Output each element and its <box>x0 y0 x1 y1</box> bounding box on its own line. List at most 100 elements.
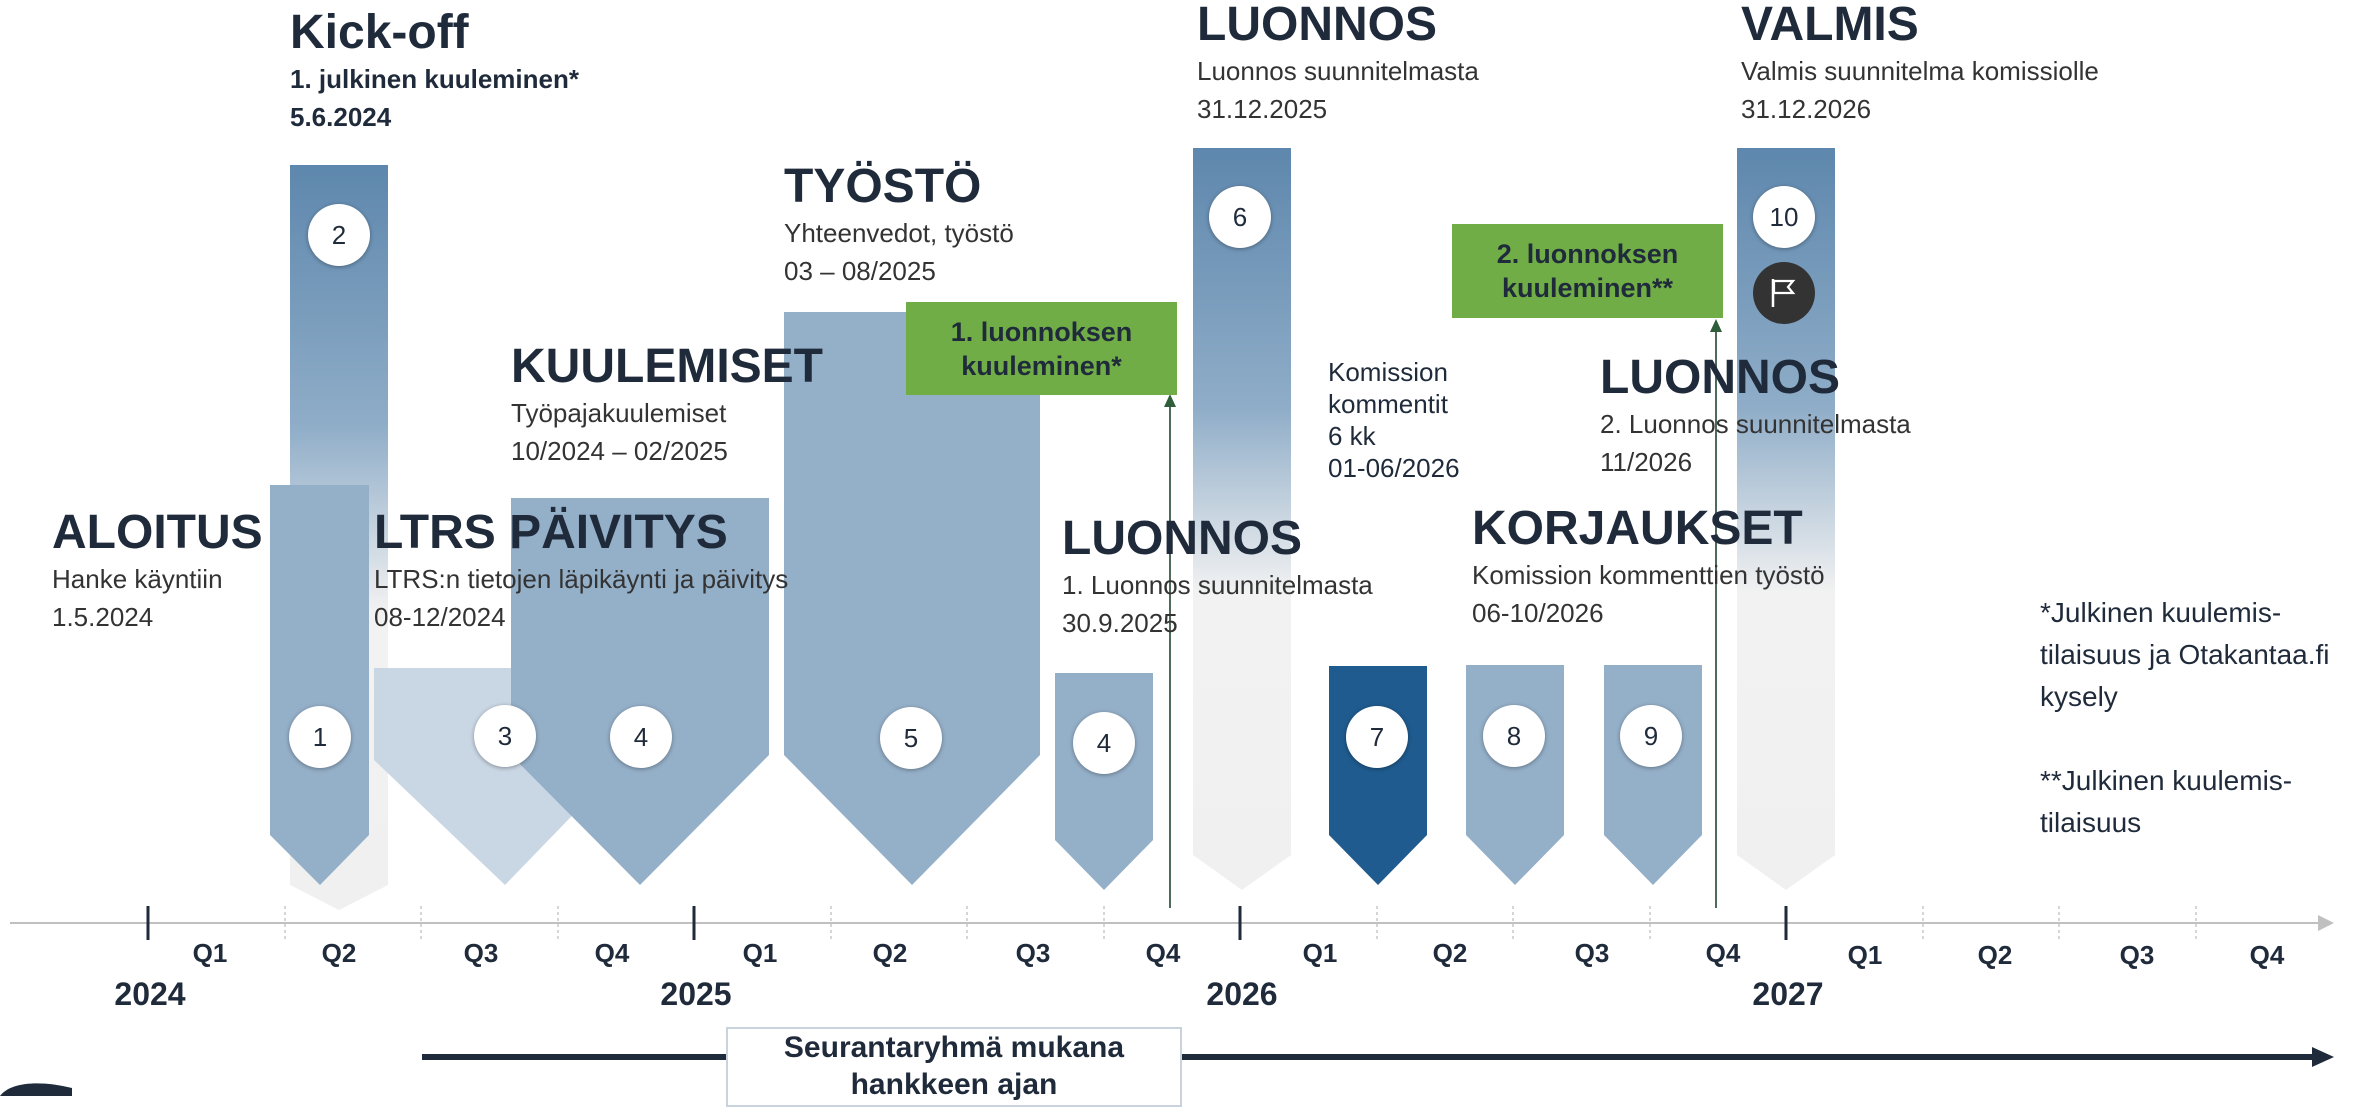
step-number-8: 8 <box>1483 705 1545 767</box>
milestone-date: 31.12.2026 <box>1741 94 1872 124</box>
milestone-description: LTRS:n tietojen läpikäynti ja päivitys <box>374 564 789 594</box>
year-ticks <box>146 906 1788 940</box>
milestone-date: 03 – 08/2025 <box>784 256 936 286</box>
quarter-label: Q4 <box>1145 938 1181 968</box>
milestone-date: 31.12.2025 <box>1197 94 1328 124</box>
komissio-comments: Komission kommentit 6 kk 01-06/2026 <box>1328 356 1460 484</box>
step-number-9: 9 <box>1620 705 1682 767</box>
milestone-valmis: VALMIS Valmis suunnitelma komissiolle 31… <box>1741 0 2099 128</box>
step-number-5: 5 <box>880 707 942 769</box>
milestone-description: Hanke käyntiin <box>52 564 223 594</box>
year-label: 2027 <box>1752 976 1824 1012</box>
column-step-6 <box>1193 148 1291 890</box>
chevron-step-5 <box>784 312 1040 885</box>
milestone-description: Työpajakuulemiset <box>511 398 727 428</box>
milestone-title: KUULEMISET <box>511 340 823 393</box>
chevron-step-9 <box>1604 665 1702 885</box>
quarter-label: Q2 <box>321 938 357 968</box>
chevron-step-4b <box>1055 673 1153 890</box>
step-number-4-second: 4 <box>1073 712 1135 774</box>
milestone-title: LUONNOS <box>1197 0 1437 51</box>
milestone-luonnos-2: LUONNOS 2. Luonnos suunnitelmasta 11/202… <box>1600 351 1911 481</box>
quarter-label: Q4 <box>594 938 630 968</box>
komissio-line-2: kommentit <box>1328 389 1448 419</box>
milestone-aloitus: ALOITUS Hanke käyntiin 1.5.2024 <box>52 506 263 636</box>
milestone-date: 06-10/2026 <box>1472 598 1604 628</box>
flag-icon <box>1753 262 1815 324</box>
second-draft-consultation-box: 2. luonnoksen kuuleminen** <box>1452 224 1723 318</box>
chevron-step-7 <box>1329 666 1427 885</box>
footnote-single-star: *Julkinen kuulemis- tilaisuus ja Otakant… <box>2040 592 2330 718</box>
step-number-3: 3 <box>474 705 536 767</box>
milestone-title: LUONNOS <box>1062 512 1302 565</box>
footnote-line: **Julkinen kuulemis- <box>2040 765 2293 796</box>
column-step-10 <box>1737 148 1835 890</box>
milestone-description: Yhteenvedot, työstö <box>784 218 1014 248</box>
quarter-label: Q2 <box>1432 938 1468 968</box>
footnote-line: tilaisuus ja Otakantaa.fi <box>2040 639 2330 670</box>
milestone-luonnos-top: LUONNOS Luonnos suunnitelmasta 31.12.202… <box>1197 0 1479 128</box>
consultation-line-1: 1. luonnoksen <box>950 316 1133 347</box>
milestone-title: KORJAUKSET <box>1472 502 1803 555</box>
quarter-label: Q1 <box>1847 940 1883 970</box>
step-number-1: 1 <box>289 706 351 768</box>
quarter-label: Q2 <box>1977 940 2013 970</box>
milestone-luonnos-1: LUONNOS 1. Luonnos suunnitelmasta 30.9.2… <box>1062 512 1373 642</box>
milestone-title: LTRS PÄIVITYS <box>374 506 728 559</box>
milestone-date: 30.9.2025 <box>1062 608 1178 638</box>
milestone-title: LUONNOS <box>1600 351 1840 404</box>
arrow-head-second <box>1710 319 1722 332</box>
step-number-2: 2 <box>308 204 370 266</box>
quarter-label: Q2 <box>872 938 908 968</box>
milestone-date: 08-12/2024 <box>374 602 506 632</box>
year-label: 2024 <box>114 976 186 1012</box>
year-label: 2025 <box>660 976 732 1012</box>
step-number-10: 10 <box>1753 186 1815 248</box>
milestone-tyosto: TYÖSTÖ Yhteenvedot, työstö 03 – 08/2025 <box>784 160 1014 290</box>
milestone-date: 11/2026 <box>1600 447 1693 477</box>
chevron-step-4a <box>511 498 769 885</box>
arrow-head-first <box>1164 394 1176 407</box>
quarter-label: Q3 <box>463 938 499 968</box>
milestone-ltrs: LTRS PÄIVITYS LTRS:n tietojen läpikäynti… <box>374 506 788 636</box>
consultation-line-2: kuuleminen* <box>961 350 1122 381</box>
milestone-description: Komission kommenttien työstö <box>1472 560 1825 590</box>
step-number-6: 6 <box>1209 186 1271 248</box>
milestone-description: Valmis suunnitelma komissiolle <box>1741 56 2099 86</box>
follow-up-arrow-head <box>2312 1047 2334 1067</box>
milestone-title: VALMIS <box>1741 0 1919 51</box>
milestone-korjaukset: KORJAUKSET Komission kommenttien työstö … <box>1472 502 1825 632</box>
flag-icon-glyph <box>1771 279 1796 307</box>
quarter-label: Q1 <box>192 938 228 968</box>
milestone-date: 5.6.2024 <box>290 102 392 132</box>
milestone-description: 2. Luonnos suunnitelmasta <box>1600 409 1911 439</box>
milestone-kickoff: Kick-off 1. julkinen kuuleminen* 5.6.202… <box>290 6 579 136</box>
quarter-label: Q3 <box>1015 938 1051 968</box>
milestone-title: TYÖSTÖ <box>784 160 982 213</box>
quarter-label: Q4 <box>2249 940 2285 970</box>
quarter-label: Q1 <box>742 938 778 968</box>
logo-fragment <box>0 1083 72 1096</box>
banner-line-2: hankkeen ajan <box>850 1068 1058 1101</box>
footnote-double-star: **Julkinen kuulemis- tilaisuus <box>2040 760 2292 844</box>
chevron-step-1 <box>270 485 369 885</box>
consultation-line-1: 2. luonnoksen <box>1496 239 1679 269</box>
milestone-date: 10/2024 – 02/2025 <box>511 436 728 466</box>
quarter-label: Q3 <box>2119 940 2155 970</box>
milestone-date: 1.5.2024 <box>52 602 154 632</box>
quarter-label: Q4 <box>1705 938 1741 968</box>
milestone-kuulemiset: KUULEMISET Työpajakuulemiset 10/2024 – 0… <box>511 340 823 470</box>
footnote-line: tilaisuus <box>2040 807 2142 838</box>
milestone-description: 1. Luonnos suunnitelmasta <box>1062 570 1373 600</box>
komissio-line-1: Komission <box>1328 357 1448 387</box>
milestone-title: Kick-off <box>290 6 469 59</box>
first-draft-consultation-box: 1. luonnoksen kuuleminen* <box>906 302 1177 395</box>
komissio-line-4: 01-06/2026 <box>1328 453 1460 483</box>
quarter-label: Q1 <box>1302 938 1338 968</box>
year-label: 2026 <box>1206 976 1278 1012</box>
milestone-description: Luonnos suunnitelmasta <box>1197 56 1479 86</box>
milestone-title: ALOITUS <box>52 506 263 559</box>
milestone-description: 1. julkinen kuuleminen* <box>290 64 579 94</box>
step-number-4: 4 <box>610 706 672 768</box>
step-number-7: 7 <box>1346 706 1408 768</box>
